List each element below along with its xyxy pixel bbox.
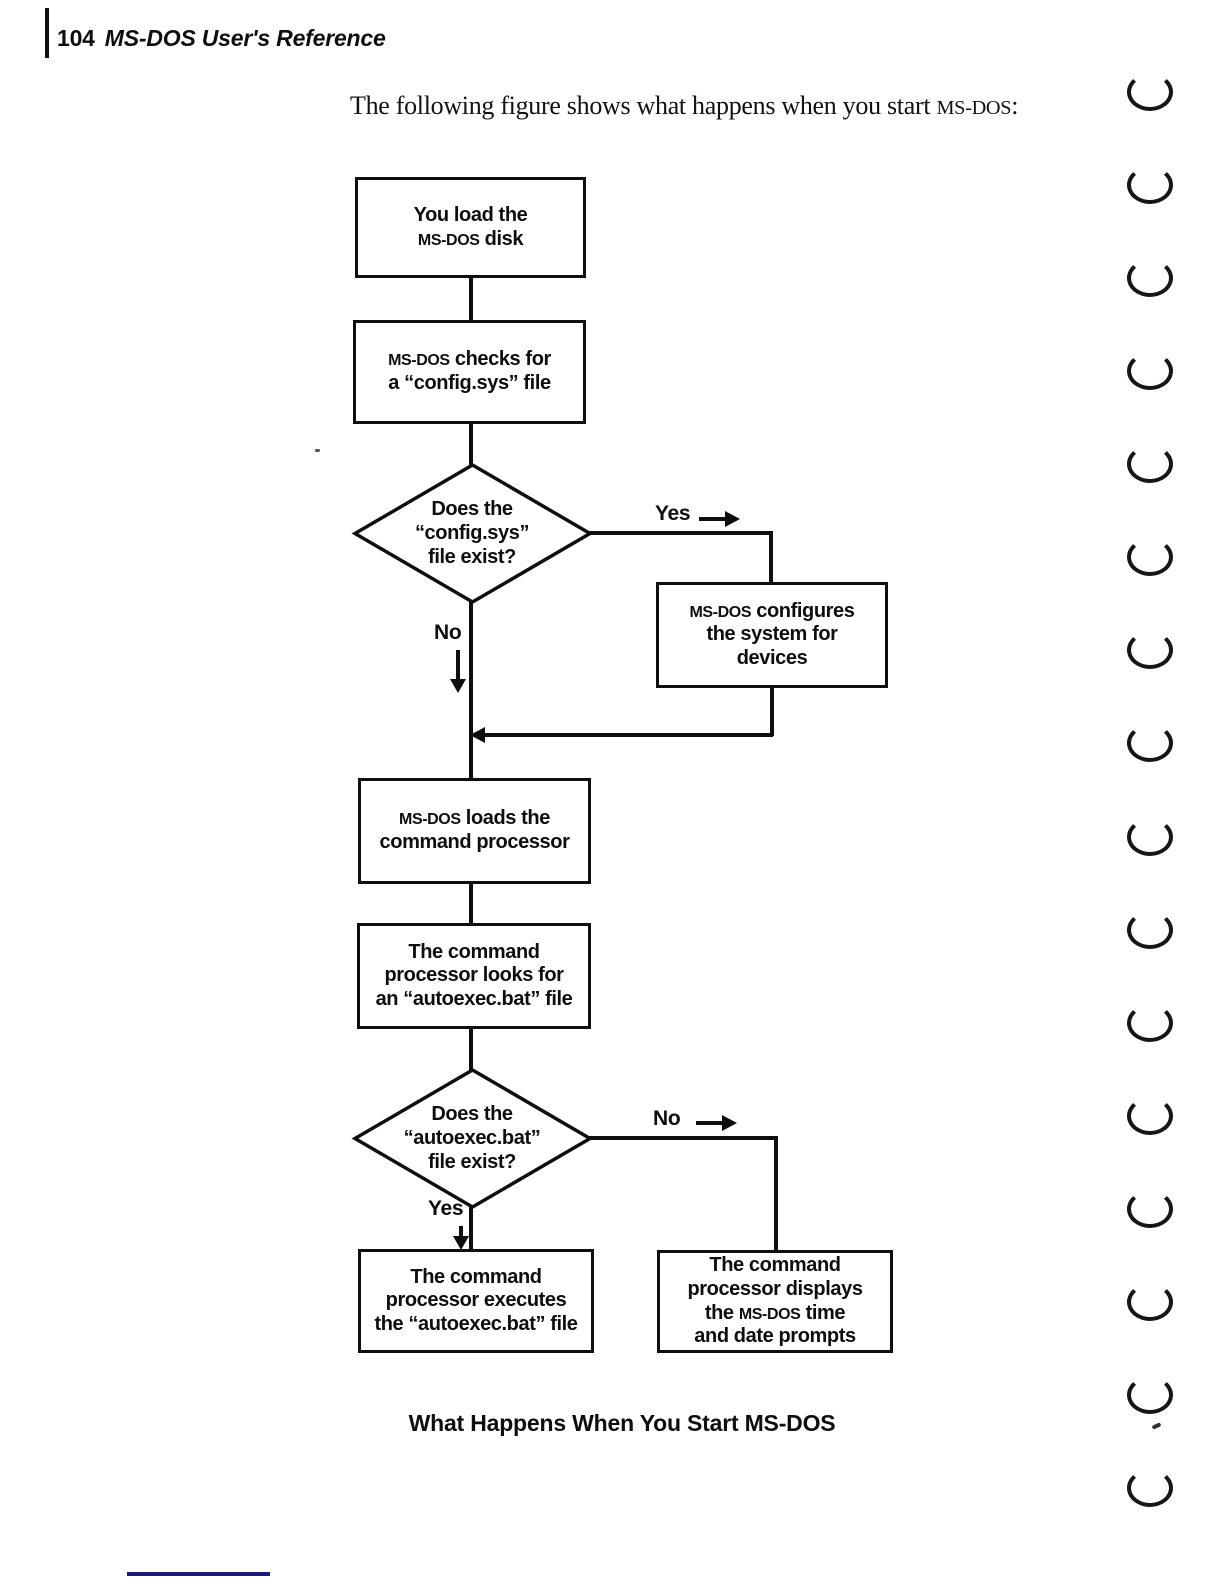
arrow-stem	[699, 517, 726, 521]
book-title: MS-DOS User's Reference	[104, 25, 386, 51]
footer-accent-line	[127, 1572, 270, 1576]
connector-line	[469, 1204, 473, 1251]
connector-line	[469, 601, 473, 781]
decision-diamond-autoexec	[351, 1067, 594, 1210]
binding-ring-icon	[1127, 166, 1173, 205]
branch-label-no: No	[653, 1107, 681, 1130]
binding-ring-icon	[1127, 1189, 1173, 1228]
binding-ring-icon	[1127, 1469, 1173, 1508]
binding-ring-icon	[1127, 352, 1173, 391]
header-rule	[45, 8, 49, 58]
decision-autoexec-exists-text: Does the“autoexec.bat”file exist?	[403, 1103, 541, 1173]
branch-label-yes: Yes	[428, 1197, 464, 1220]
binding-ring-icon	[1127, 445, 1173, 484]
binding-ring-icon	[1127, 1003, 1173, 1042]
binding-ring-icon	[1127, 724, 1173, 763]
arrow-stem	[456, 650, 460, 680]
connector-line	[469, 882, 473, 925]
arrowhead-down-icon	[450, 679, 466, 693]
connector-line	[770, 686, 774, 736]
binding-ring-icon	[1127, 1282, 1173, 1321]
connector-line	[774, 1136, 778, 1252]
figure-caption: What Happens When You Start MS-DOS	[408, 1410, 836, 1436]
scan-speck	[315, 449, 320, 452]
connector-line	[589, 1136, 777, 1140]
connector-line	[588, 531, 772, 535]
decision-diamond-config	[351, 462, 594, 605]
arrow-stem	[696, 1121, 723, 1125]
branch-label-yes: Yes	[655, 502, 691, 525]
arrowhead-right-icon	[722, 1115, 737, 1131]
connector-line	[769, 531, 773, 584]
binding-ring-icon	[1127, 73, 1173, 111]
binding-ring-icon	[1127, 910, 1173, 949]
decision-config-exists-text: Does the“config.sys”file exist?	[414, 498, 530, 568]
connector-line	[469, 276, 473, 322]
intro-text: The following figure shows what happens …	[350, 91, 1019, 120]
connector-line	[483, 733, 773, 737]
arrowhead-down-icon	[453, 1236, 469, 1250]
connector-line	[469, 422, 473, 468]
connector-line	[469, 1027, 473, 1071]
binding-ring-icon	[1127, 817, 1173, 856]
branch-label-no: No	[434, 621, 462, 644]
binding-ring-icon	[1127, 538, 1173, 577]
binding-ring-icon	[1127, 1375, 1173, 1414]
arrowhead-left-icon	[470, 727, 485, 743]
page-header: 104 MS-DOS User's Reference	[57, 25, 386, 52]
page-number: 104	[57, 25, 95, 51]
scan-speck	[1151, 1422, 1162, 1430]
arrow-stem	[459, 1226, 463, 1238]
binding-ring-icon	[1127, 259, 1173, 298]
binding-ring-icon	[1127, 1096, 1173, 1135]
arrowhead-right-icon	[725, 511, 740, 527]
binding-ring-icon	[1127, 631, 1173, 670]
